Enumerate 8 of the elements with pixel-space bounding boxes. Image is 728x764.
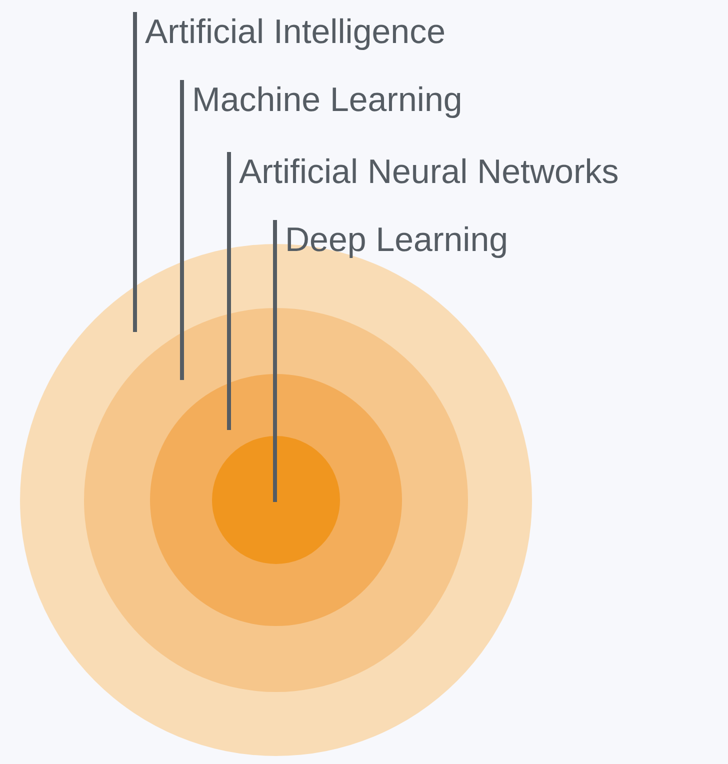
leader-line [227, 152, 231, 430]
category-label: Artificial Neural Networks [239, 152, 619, 192]
leader-line [273, 220, 277, 502]
category-label: Machine Learning [192, 80, 462, 120]
category-label: Deep Learning [285, 220, 508, 260]
category-label: Artificial Intelligence [145, 12, 446, 52]
leader-line [133, 12, 137, 332]
leader-line [180, 80, 184, 380]
